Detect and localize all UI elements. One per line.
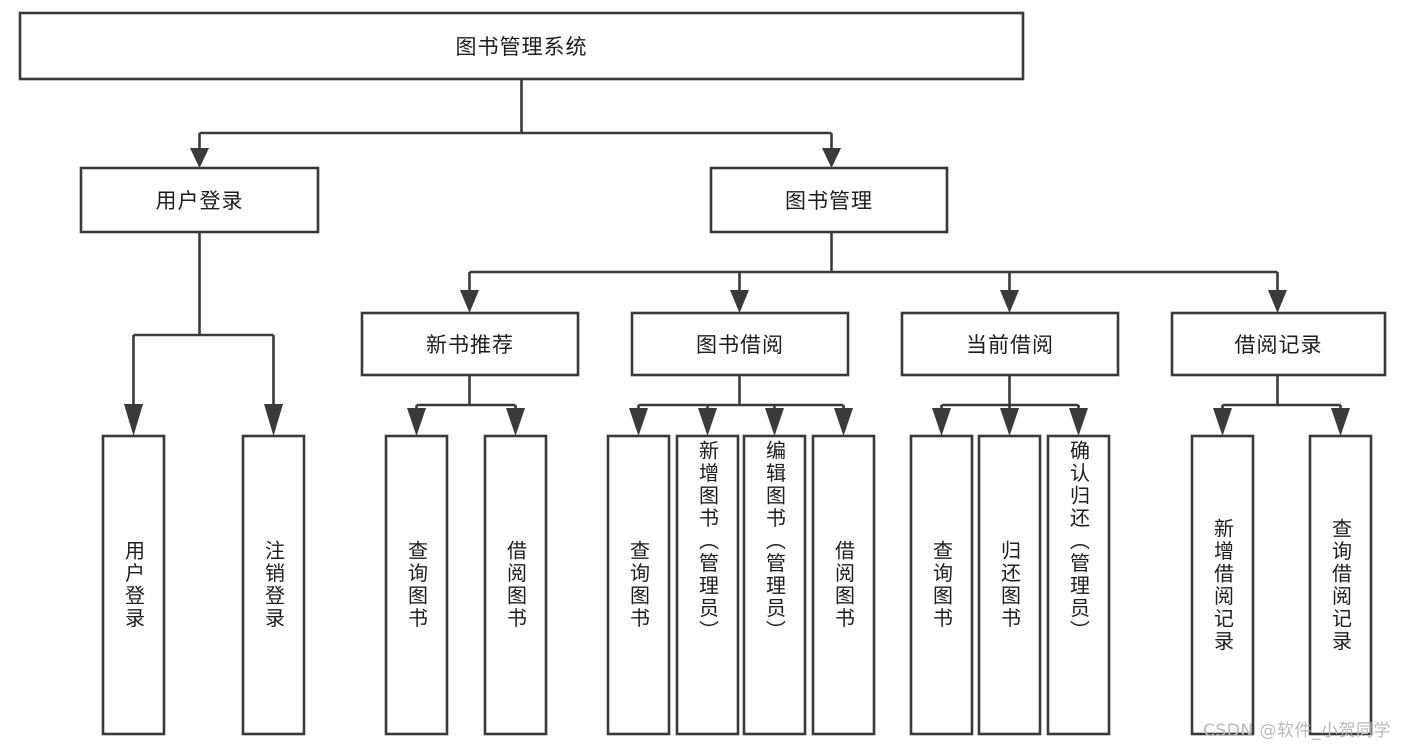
node-leaf-return-book-box[interactable] <box>977 434 1042 736</box>
arrowhead-leaf-query-record <box>1331 408 1350 436</box>
arrowhead-user-login <box>190 148 209 168</box>
node-leaf-query-record-box[interactable] <box>1308 434 1373 736</box>
arrowhead-leaf-confirm-return <box>1069 408 1088 436</box>
node-new-book-recommend-box[interactable] <box>360 311 580 377</box>
node-leaf-confirm-return-box[interactable] <box>1046 434 1111 736</box>
arrowhead-leaf-query-book-2 <box>629 408 648 436</box>
node-leaf-query-book-3-box[interactable] <box>909 434 974 736</box>
node-borrow-record-box[interactable] <box>1170 311 1387 377</box>
arrowhead-book-management <box>822 148 841 168</box>
arrowhead-leaf-query-book-3 <box>932 408 951 436</box>
arrowhead-leaf-add-record <box>1213 408 1232 436</box>
arrowhead-leaf-edit-book <box>765 408 784 436</box>
node-leaf-logout-login-box[interactable] <box>241 434 306 736</box>
arrowhead-current-borrow <box>1000 290 1019 313</box>
arrowhead-borrow-record <box>1268 290 1287 313</box>
arrowhead-leaf-logout-login <box>264 404 283 436</box>
arrowhead-leaf-borrow-book-2 <box>834 408 853 436</box>
arrowhead-leaf-user-login <box>124 404 143 436</box>
node-book-borrow-box[interactable] <box>630 311 850 377</box>
node-user-login-box[interactable] <box>79 166 320 234</box>
node-leaf-query-book-2-box[interactable] <box>606 434 671 736</box>
node-current-borrow-box[interactable] <box>900 311 1120 377</box>
arrowhead-leaf-query-book-1 <box>407 408 426 436</box>
node-book-management-box[interactable] <box>709 166 949 234</box>
node-leaf-add-record-box[interactable] <box>1190 434 1255 736</box>
arrowhead-new-book-recommend <box>460 290 479 313</box>
node-leaf-query-book-1-box[interactable] <box>384 434 449 736</box>
node-root-box[interactable] <box>18 11 1025 81</box>
node-leaf-borrow-book-1-box[interactable] <box>483 434 548 736</box>
arrowhead-leaf-add-book <box>698 408 717 436</box>
arrowhead-book-borrow <box>730 290 749 313</box>
arrowhead-leaf-borrow-book-1 <box>506 408 525 436</box>
node-leaf-user-login-box[interactable] <box>101 434 166 736</box>
node-leaf-edit-book-box[interactable] <box>742 434 807 736</box>
node-leaf-borrow-book-2-box[interactable] <box>811 434 876 736</box>
node-leaf-add-book-box[interactable] <box>675 434 740 736</box>
csdn-watermark: CSDN @软件_小贺同学 <box>1203 721 1391 741</box>
arrowhead-leaf-return-book <box>1000 408 1019 436</box>
